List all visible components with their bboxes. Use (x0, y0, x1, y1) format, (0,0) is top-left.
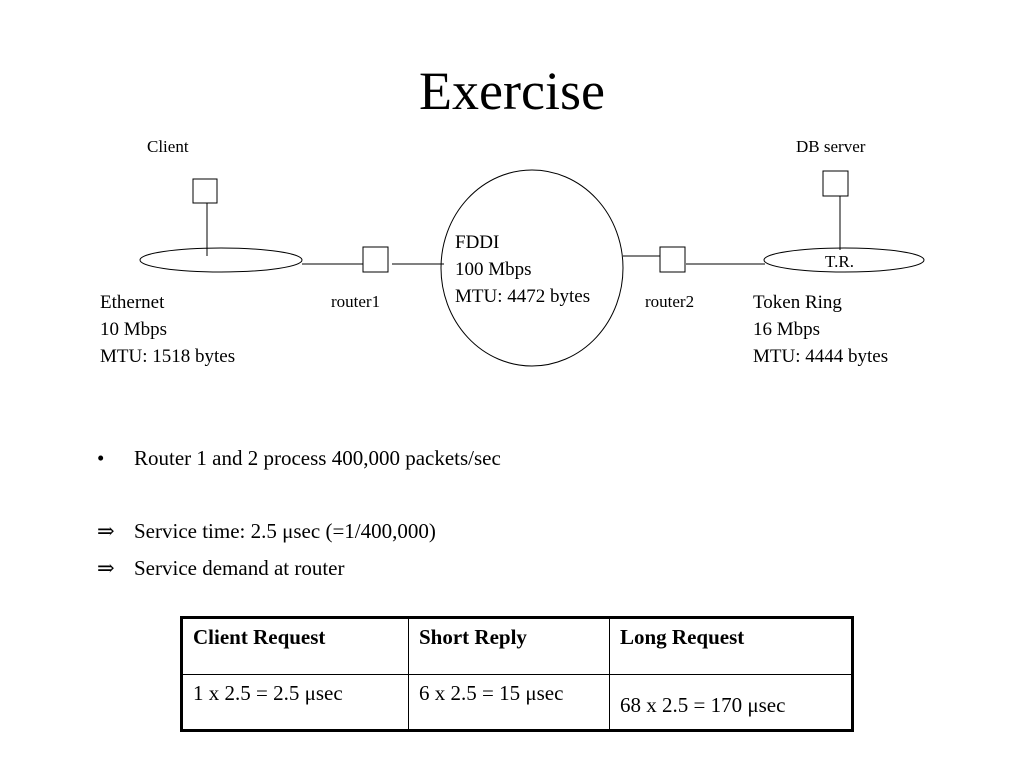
db-server-node (822, 170, 849, 197)
table-cell: 1 x 2.5 = 2.5 μsec (181, 674, 409, 731)
fddi-mtu: MTU: 4472 bytes (455, 286, 591, 307)
fddi-name: FDDI (455, 232, 500, 253)
service-demand-table: Client Request Short Reply Long Request … (180, 616, 854, 732)
token-ring-info: Token Ring 16 Mbps MTU: 4444 bytes (753, 289, 888, 370)
token-ring-mtu: MTU: 4444 bytes (753, 346, 889, 367)
db-server-label: DB server (796, 137, 866, 156)
table-row: 1 x 2.5 = 2.5 μsec 6 x 2.5 = 15 μsec 68 … (181, 674, 853, 731)
ethernet-segment (139, 247, 303, 273)
ethernet-info: Ethernet 10 Mbps MTU: 1518 bytes (100, 289, 235, 370)
bullet-text: Router 1 and 2 process 400,000 packets/s… (134, 446, 501, 470)
fddi-ring (440, 169, 624, 367)
table-cell: 6 x 2.5 = 15 μsec (408, 674, 610, 731)
slide-title: Exercise (419, 61, 605, 121)
network-diagram (139, 169, 925, 367)
token-ring-speed: 16 Mbps (753, 319, 821, 340)
fddi-info: FDDI 100 Mbps MTU: 4472 bytes (455, 229, 590, 310)
client-label: Client (147, 137, 189, 156)
router1-node (362, 246, 389, 273)
fddi-speed: 100 Mbps (455, 259, 532, 280)
router2-node (659, 246, 686, 273)
router2-label: router2 (645, 292, 695, 311)
client-node (192, 178, 218, 204)
table-cell: 68 x 2.5 = 170 μsec (609, 674, 853, 731)
implies-arrow-icon: ⇒ (97, 519, 115, 543)
ethernet-speed: 10 Mbps (100, 319, 168, 340)
table-header-cell: Long Request (609, 617, 853, 675)
token-ring-name: Token Ring (753, 292, 842, 313)
bullet-dot-icon: • (97, 446, 105, 470)
table-header-row: Client Request Short Reply Long Request (181, 617, 853, 675)
token-ring-short-label: T.R. (825, 252, 854, 271)
table-header-cell: Short Reply (408, 617, 610, 675)
implies-arrow-icon: ⇒ (97, 556, 115, 580)
bullet-text: Service time: 2.5 μsec (=1/400,000) (134, 519, 436, 543)
ethernet-name: Ethernet (100, 292, 165, 313)
table-header-cell: Client Request (181, 617, 409, 675)
router1-label: router1 (331, 292, 381, 311)
token-ring-segment (763, 247, 925, 273)
ethernet-mtu: MTU: 1518 bytes (100, 346, 236, 367)
bullet-text: Service demand at router (134, 556, 345, 580)
